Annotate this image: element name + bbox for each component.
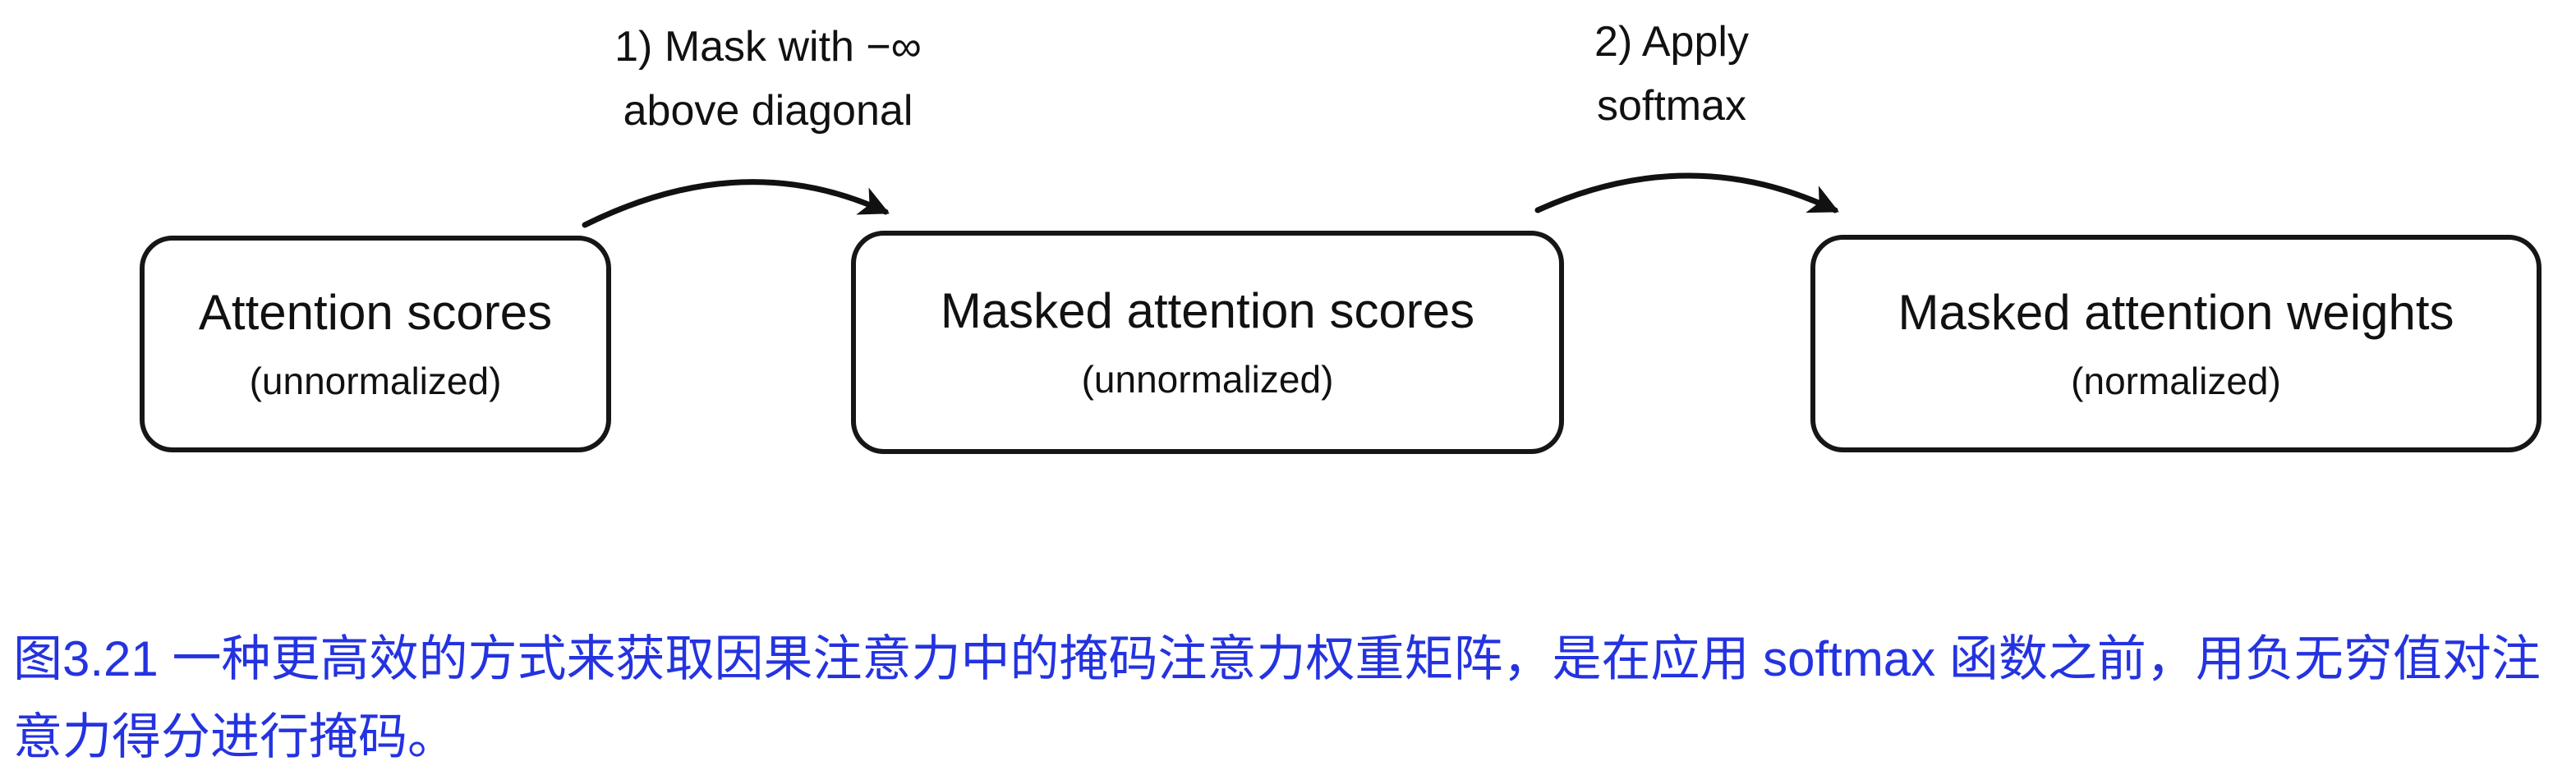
box-masked-attention-scores: Masked attention scores (unnormalized) [851,231,1564,454]
curved-arrow-mask-icon [582,179,890,228]
box-attention-scores: Attention scores (unnormalized) [140,236,611,452]
arrow-label-mask-line2: above diagonal [623,87,913,135]
box-masked-attention-weights: Masked attention weights (normalized) [1810,235,2542,452]
arrow-label-softmax: 2) Apply softmax [1594,10,1749,138]
arrow-label-softmax-line2: softmax [1596,82,1747,130]
arrow-label-mask-line1: 1) Mask with −∞ [614,23,922,71]
curved-arrow-softmax-icon [1534,172,1839,213]
arrow-label-mask: 1) Mask with −∞ above diagonal [614,15,922,143]
figure-caption: 图3.21 一种更高效的方式来获取因果注意力中的掩码注意力权重矩阵，是在应用 s… [13,631,2541,764]
box-title: Attention scores [198,285,553,340]
box-subtitle: (unnormalized) [1081,358,1334,401]
box-title: Masked attention weights [1898,284,2454,340]
box-subtitle: (normalized) [2071,359,2281,402]
arrow-label-softmax-line1: 2) Apply [1594,18,1749,66]
box-title: Masked attention scores [940,283,1475,338]
box-subtitle: (unnormalized) [249,360,502,402]
